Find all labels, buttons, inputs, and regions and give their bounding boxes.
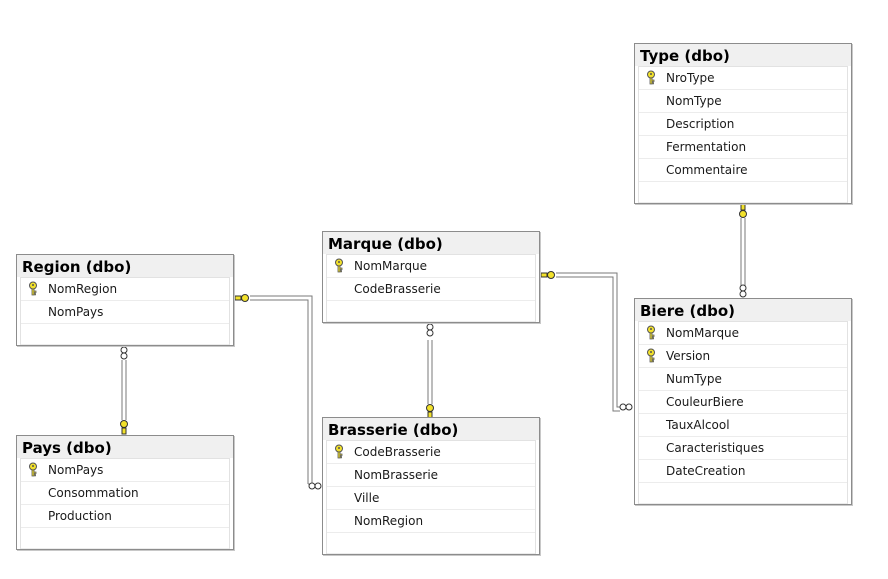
column-row[interactable]: CodeBrasserie — [327, 441, 535, 464]
column-row[interactable]: NomRegion — [327, 510, 535, 533]
many-end-marker — [619, 403, 633, 411]
many-end-marker — [308, 482, 322, 490]
empty-row — [327, 533, 535, 554]
column-name: NomBrasserie — [354, 468, 439, 482]
column-name: NroType — [666, 71, 715, 85]
column-row[interactable]: NomRegion — [21, 278, 229, 301]
key-end-marker — [739, 203, 747, 218]
table-title: Marque (dbo) — [323, 232, 539, 254]
primary-key-icon — [29, 462, 37, 477]
key-end-marker — [120, 420, 128, 435]
column-name: NomMarque — [666, 326, 740, 340]
primary-key-icon — [647, 325, 655, 340]
column-name: Caracteristiques — [666, 441, 765, 455]
column-name: Version — [666, 349, 711, 363]
table-title: Brasserie (dbo) — [323, 418, 539, 440]
primary-key-icon — [647, 70, 655, 85]
column-row[interactable]: NomType — [639, 90, 847, 113]
column-row[interactable]: NomPays — [21, 459, 229, 482]
column-name: Production — [48, 509, 112, 523]
column-name: Commentaire — [666, 163, 748, 177]
column-row[interactable]: CodeBrasserie — [327, 278, 535, 301]
empty-row — [21, 528, 229, 549]
column-row[interactable]: Version — [639, 345, 847, 368]
empty-row — [639, 182, 847, 203]
column-row[interactable]: Commentaire — [639, 159, 847, 182]
primary-key-icon — [335, 444, 343, 459]
column-row[interactable]: Production — [21, 505, 229, 528]
column-name: CodeBrasserie — [354, 445, 441, 459]
column-name: CouleurBiere — [666, 395, 744, 409]
empty-row — [21, 324, 229, 345]
relationship-biere-type — [740, 218, 746, 286]
relationship-brasserie-region — [250, 295, 313, 485]
column-name: NumType — [666, 372, 722, 386]
primary-key-icon — [29, 281, 37, 296]
column-row[interactable]: Caracteristiques — [639, 437, 847, 460]
column-row[interactable]: Description — [639, 113, 847, 136]
empty-row — [639, 483, 847, 504]
table-title: Type (dbo) — [635, 44, 851, 66]
many-end-marker — [739, 284, 747, 298]
relationship-biere-marque — [556, 272, 620, 412]
column-name: Consommation — [48, 486, 139, 500]
column-name: NomPays — [48, 463, 104, 477]
primary-key-icon — [335, 258, 343, 273]
table-title: Region (dbo) — [17, 255, 233, 277]
primary-key-icon — [647, 348, 655, 363]
key-end-marker — [234, 294, 249, 302]
column-row[interactable]: CouleurBiere — [639, 391, 847, 414]
key-end-marker — [540, 271, 555, 279]
column-row[interactable]: NomMarque — [327, 255, 535, 278]
key-end-marker — [426, 404, 434, 419]
column-row[interactable]: NroType — [639, 67, 847, 90]
column-name: Ville — [354, 491, 380, 505]
column-name: NomMarque — [354, 259, 428, 273]
column-name: CodeBrasserie — [354, 282, 441, 296]
column-name: DateCreation — [666, 464, 746, 478]
column-name: Fermentation — [666, 140, 747, 154]
column-name: NomPays — [48, 305, 104, 319]
many-end-marker — [426, 323, 434, 337]
column-row[interactable]: TauxAlcool — [639, 414, 847, 437]
empty-row — [327, 301, 535, 322]
column-name: NomRegion — [354, 514, 424, 528]
relationship-brasserie-marque — [427, 340, 433, 404]
column-row[interactable]: Consommation — [21, 482, 229, 505]
many-end-marker — [120, 346, 128, 360]
column-row[interactable]: DateCreation — [639, 460, 847, 483]
column-name: TauxAlcool — [666, 418, 730, 432]
column-row[interactable]: NomBrasserie — [327, 464, 535, 487]
column-row[interactable]: NumType — [639, 368, 847, 391]
column-name: NomType — [666, 94, 722, 108]
table-title: Pays (dbo) — [17, 436, 233, 458]
relationship-pays-region — [121, 360, 127, 420]
column-name: NomRegion — [48, 282, 118, 296]
column-row[interactable]: NomMarque — [639, 322, 847, 345]
column-row[interactable]: NomPays — [21, 301, 229, 324]
column-name: Description — [666, 117, 735, 131]
table-title: Biere (dbo) — [635, 299, 851, 321]
column-row[interactable]: Ville — [327, 487, 535, 510]
column-row[interactable]: Fermentation — [639, 136, 847, 159]
